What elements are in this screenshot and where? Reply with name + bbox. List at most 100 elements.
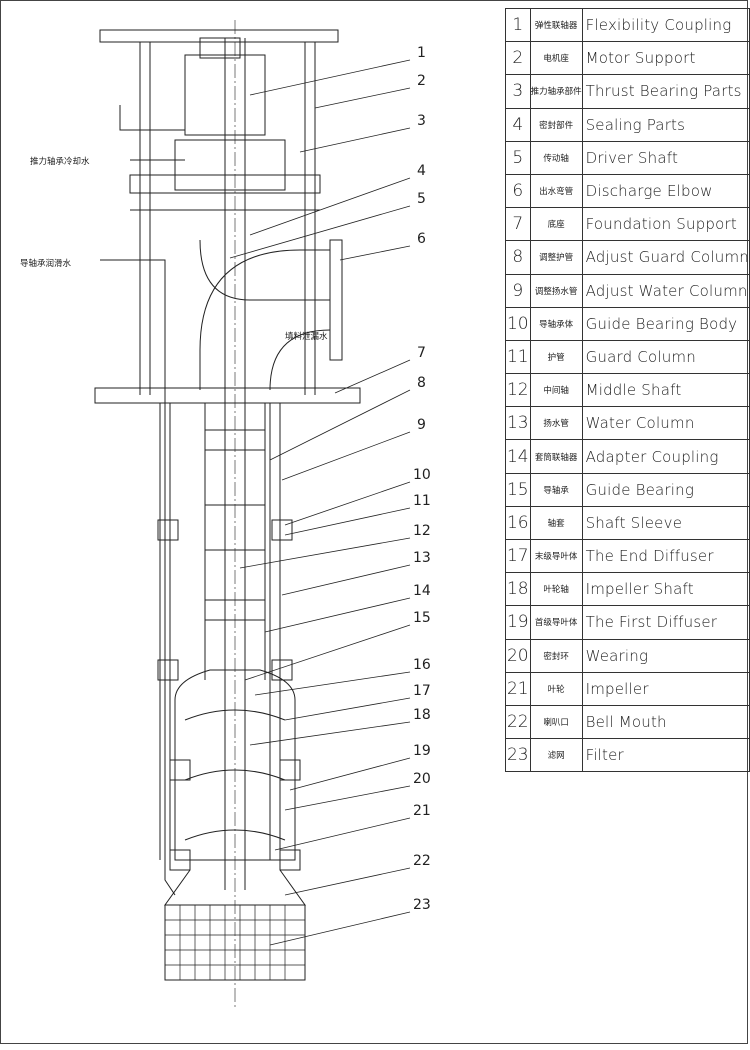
part-name-cn: 密封环: [529, 638, 583, 673]
leader-label: 4: [417, 163, 426, 179]
leader-label: 15: [413, 610, 431, 626]
part-name-cn: 调整扬水管: [529, 273, 583, 308]
part-number: 9: [505, 273, 531, 308]
part-name-cn: 首级导叶体: [529, 605, 583, 640]
part-name-cn: 弹性联轴器: [529, 7, 583, 43]
part-number: 23: [505, 738, 531, 773]
part-name-en: Discharge Elbow: [581, 173, 750, 209]
water-pipes: [100, 105, 185, 896]
part-number: 1: [505, 7, 531, 43]
note-thrust-cooling: 推力轴承冷却水: [30, 157, 90, 167]
part-name-en: Flexibility Coupling: [581, 7, 750, 43]
part-number: 5: [505, 140, 531, 175]
part-name-cn: 喇叭口: [529, 704, 583, 740]
part-name-cn: 滤网: [529, 738, 583, 773]
part-name-en: Middle Shaft: [581, 373, 750, 408]
part-number: 13: [505, 406, 531, 441]
part-name-cn: 护管: [529, 339, 583, 375]
part-name-en: Thrust Bearing Parts: [581, 74, 750, 109]
leader-label: 21: [413, 803, 431, 819]
part-name-en: Impeller: [581, 671, 750, 706]
part-name-en: Guard Column: [581, 339, 750, 375]
leader-label: 7: [417, 345, 426, 361]
part-number: 21: [505, 671, 531, 706]
part-name-en: Foundation Support: [581, 207, 750, 242]
part-number: 14: [505, 439, 531, 474]
part-number: 20: [505, 638, 531, 673]
note-guide-lubrication: 导轴承润滑水: [20, 259, 72, 269]
part-number: 6: [505, 173, 531, 209]
leader-label: 20: [413, 771, 431, 787]
leader-label: 1: [417, 45, 426, 61]
part-name-en: Impeller Shaft: [581, 572, 750, 607]
leader-label: 14: [413, 583, 431, 599]
part-name-en: Filter: [581, 738, 750, 773]
part-name-en: The End Diffuser: [581, 538, 750, 574]
leader-label: 11: [413, 493, 431, 509]
part-name-en: Adjust Water Column: [581, 273, 750, 308]
part-number: 7: [505, 207, 531, 242]
part-name-cn: 推力轴承部件: [529, 74, 583, 109]
part-number: 15: [505, 472, 531, 507]
part-number: 11: [505, 339, 531, 375]
filter-screen: [164, 904, 306, 981]
part-name-cn: 底座: [529, 207, 583, 242]
leader-label: 10: [413, 467, 431, 483]
leader-label: 8: [417, 375, 426, 391]
leader-labels: 1 2 3 4 5 6 7 8 9 10 11 12 13 14 15 16 1…: [413, 45, 431, 913]
part-name-en: Bell Mouth: [581, 704, 750, 740]
part-number: 19: [505, 605, 531, 640]
leader-label: 9: [417, 417, 426, 433]
part-name-en: Wearing: [581, 638, 750, 673]
part-number: 2: [505, 41, 531, 76]
leader-label: 19: [413, 743, 431, 759]
part-number: 8: [505, 240, 531, 275]
diffuser-stages: [169, 669, 301, 871]
part-name-cn: 叶轮: [529, 671, 583, 706]
part-name-cn: 中间轴: [529, 373, 583, 408]
leaders: [229, 59, 411, 946]
leader-label: 16: [413, 657, 431, 673]
part-number: 3: [505, 74, 531, 109]
leader-label: 22: [413, 853, 431, 869]
part-name-en: Adjust Guard Column: [581, 240, 750, 275]
leader-label: 5: [417, 191, 426, 207]
part-number: 10: [505, 306, 531, 341]
leader-label: 18: [413, 707, 431, 723]
part-number: 12: [505, 373, 531, 408]
part-name-cn: 调整护管: [529, 240, 583, 275]
part-name-en: Water Column: [581, 406, 750, 441]
column-pipes: [157, 403, 293, 860]
note-leakage: 填料泄漏水: [285, 332, 328, 342]
part-name-cn: 轴套: [529, 505, 583, 541]
part-name-en: Adapter Coupling: [581, 439, 750, 474]
part-name-en: Motor Support: [581, 41, 750, 76]
part-name-en: Shaft Sleeve: [581, 505, 750, 541]
foundation-plate: [94, 387, 361, 404]
leader-label: 6: [417, 231, 426, 247]
part-number: 17: [505, 538, 531, 574]
drive-shaft: [224, 20, 246, 1010]
part-number: 16: [505, 505, 531, 541]
part-number: 22: [505, 704, 531, 740]
discharge-elbow: [199, 239, 343, 391]
leader-label: 17: [413, 683, 431, 699]
